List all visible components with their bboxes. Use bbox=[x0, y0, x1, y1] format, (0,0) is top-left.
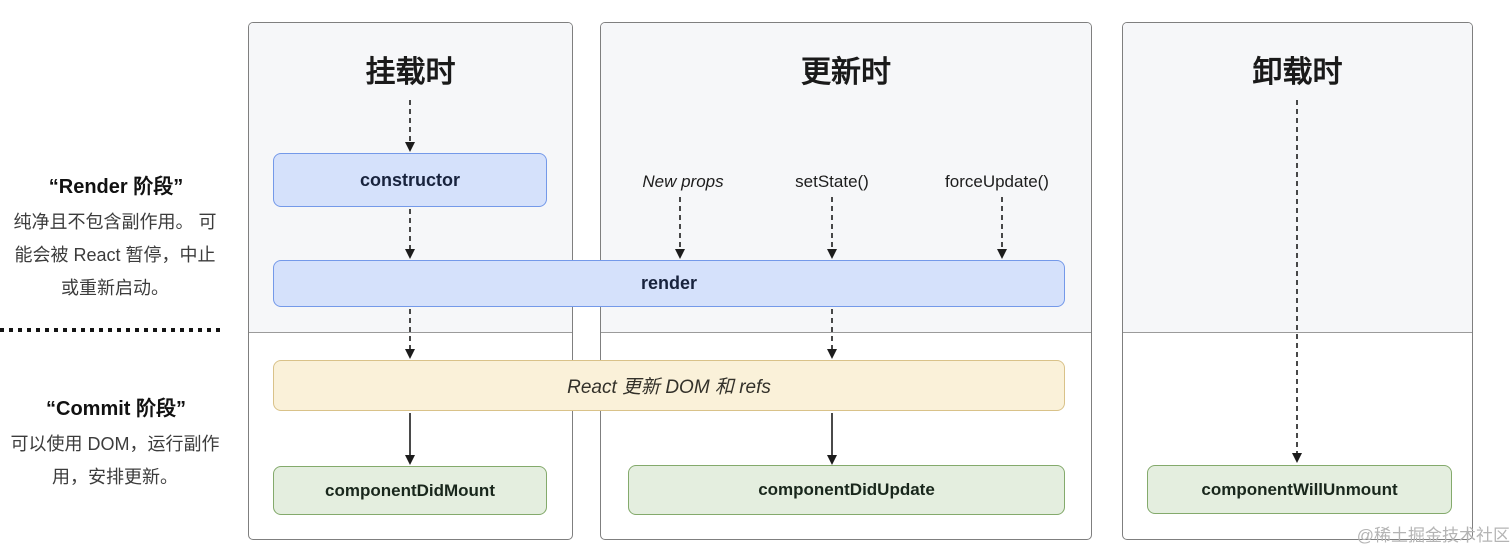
column-unmounting: 卸载时 bbox=[1122, 22, 1473, 540]
componentdidmount-box: componentDidMount bbox=[273, 466, 547, 515]
commit-phase-description: 可以使用 DOM，运行副作用，安排更新。 bbox=[10, 434, 220, 487]
forceupdate-label: forceUpdate() bbox=[945, 172, 1049, 191]
new-props-label: New props bbox=[642, 172, 724, 191]
componentdidupdate-box: componentDidUpdate bbox=[628, 465, 1065, 515]
phase-sidebar: “Render 阶段” 纯净且不包含副作用。 可能会被 React 暂停，中止或… bbox=[0, 0, 232, 559]
column-updating-title: 更新时 bbox=[801, 56, 891, 89]
componentwillunmount-box: componentWillUnmount bbox=[1147, 465, 1452, 514]
phase-divider bbox=[0, 328, 222, 332]
column-unmounting-title: 卸载时 bbox=[1252, 56, 1343, 89]
constructor-box: constructor bbox=[273, 153, 547, 207]
react-dom-update-box: React 更新 DOM 和 refs bbox=[273, 360, 1065, 411]
setstate-label: setState() bbox=[795, 172, 869, 191]
watermark: @稀土掘金技术社区 bbox=[1356, 526, 1510, 545]
render-box: render bbox=[273, 260, 1065, 307]
render-phase-description: 纯净且不包含副作用。 可能会被 React 暂停，中止或重新启动。 bbox=[13, 212, 217, 298]
commit-phase-title: “Commit 阶段” bbox=[46, 398, 186, 420]
render-phase-title: “Render 阶段” bbox=[48, 176, 184, 198]
column-mounting-title: 挂载时 bbox=[365, 56, 456, 89]
